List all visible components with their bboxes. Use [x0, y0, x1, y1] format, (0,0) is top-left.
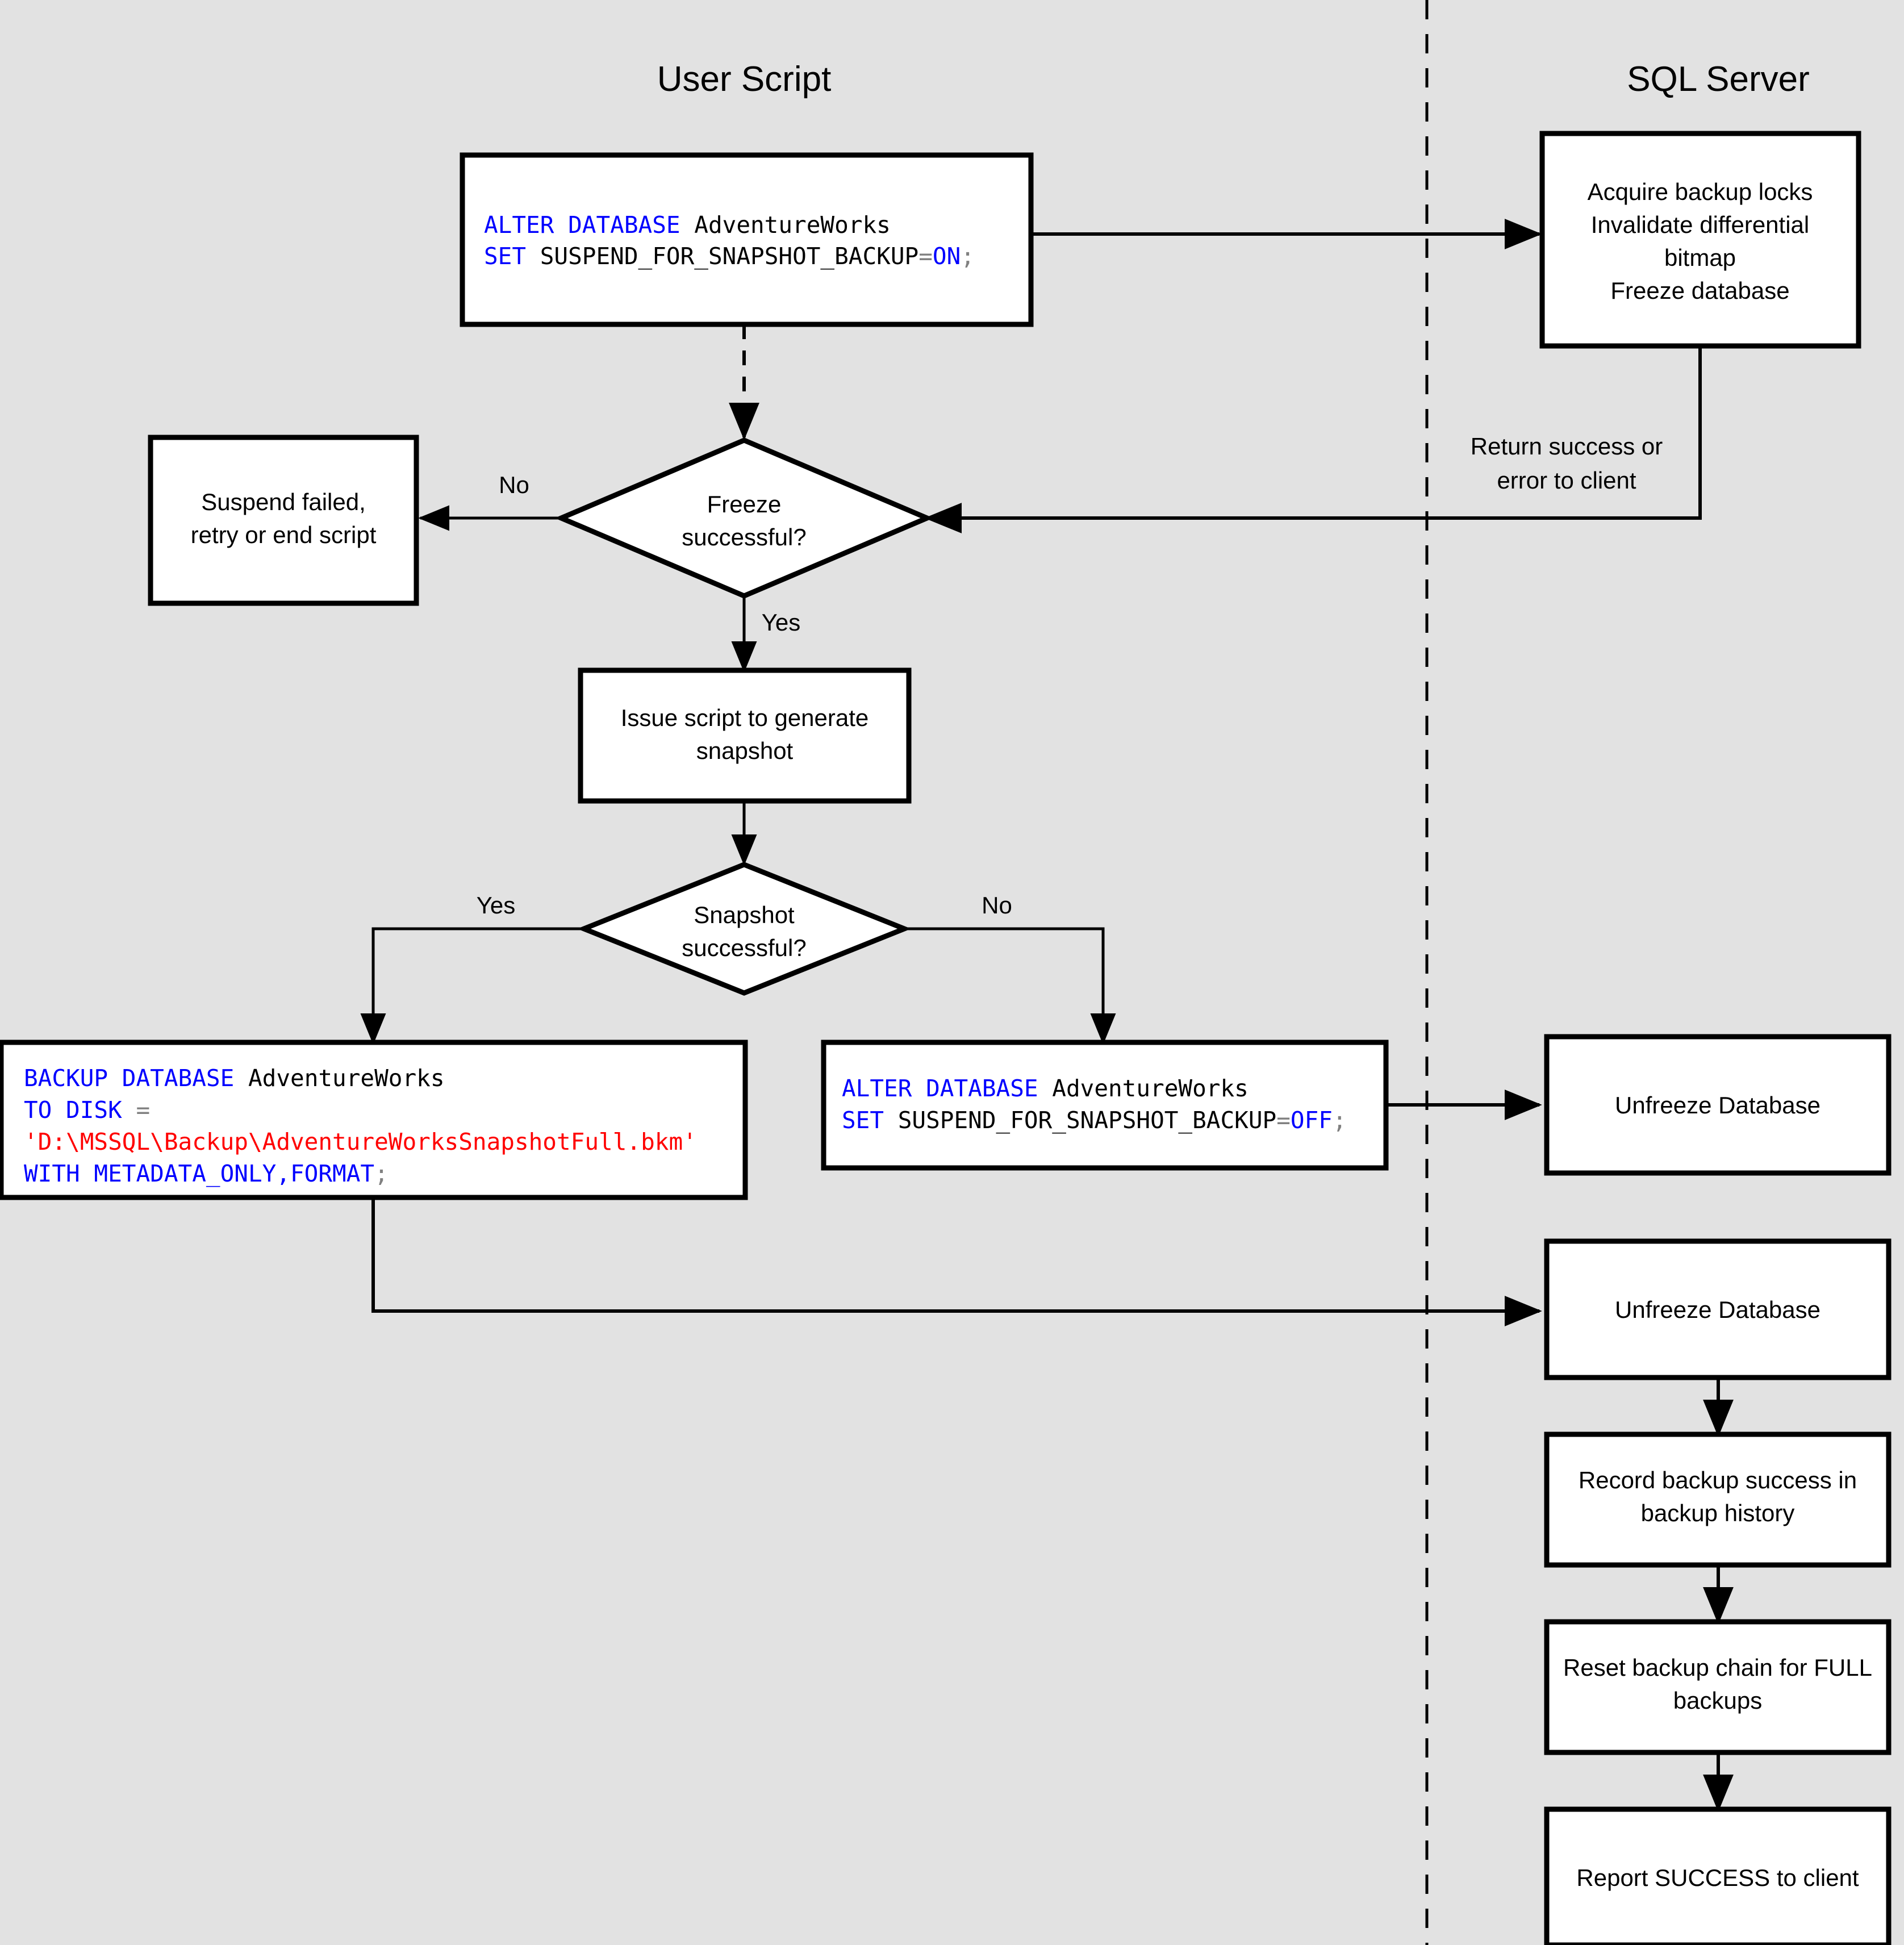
node-record-backup-success-box	[1544, 1431, 1892, 1568]
node-label: bitmap	[1664, 244, 1736, 271]
node-acquire-backup-locks[interactable]: Acquire backup locks Invalidate differen…	[1539, 131, 1861, 349]
annotation-return-status-line1: Return success or	[1471, 433, 1663, 460]
node-label: Report SUCCESS to client	[1576, 1864, 1859, 1891]
annotation-return-status-line2: error to client	[1497, 467, 1636, 494]
node-reset-backup-chain-box	[1544, 1619, 1892, 1755]
node-unfreeze-database-2-box	[1544, 1238, 1892, 1380]
node-label: successful?	[682, 524, 806, 550]
node-unfreeze-database-1[interactable]: Unfreeze Database	[1544, 1034, 1892, 1176]
code-line: ALTER DATABASE AdventureWorks	[842, 1075, 1249, 1102]
code-line: SET SUSPEND_FOR_SNAPSHOT_BACKUP=OFF;	[842, 1107, 1347, 1134]
edge-label-snapshot-yes: Yes	[477, 892, 516, 919]
node-label: retry or end script	[191, 521, 377, 548]
node-label: Suspend failed,	[201, 489, 366, 515]
node-unfreeze-database-1-box	[1544, 1034, 1892, 1176]
node-label: Acquire backup locks	[1588, 178, 1813, 205]
code-line: ALTER DATABASE AdventureWorks	[484, 211, 891, 239]
node-label: Freeze database	[1610, 277, 1789, 304]
node-record-backup-success[interactable]: Record backup success in backup history	[1544, 1431, 1892, 1568]
edge-backup-database-to-unfreeze-2	[371, 1197, 1542, 1326]
edge-label-freeze-yes: Yes	[762, 609, 801, 636]
node-issue-script-box	[578, 667, 912, 804]
code-line: TO DISK =	[24, 1096, 150, 1124]
node-label: Snapshot	[694, 901, 795, 928]
node-reset-backup-chain[interactable]: Reset backup chain for FULL backups	[1544, 1619, 1892, 1755]
edge-snapshot-yes-to-backup-database	[360, 927, 584, 1045]
edge-acquire-locks-to-freeze-decision	[924, 346, 1702, 533]
code-line: BACKUP DATABASE AdventureWorks	[24, 1065, 445, 1092]
node-label: Unfreeze Database	[1615, 1296, 1821, 1323]
node-label: snapshot	[696, 737, 794, 764]
node-report-success-box	[1544, 1806, 1892, 1945]
node-freeze-successful-decision[interactable]: Freeze successful?	[554, 437, 934, 599]
node-label: successful?	[682, 934, 806, 961]
node-alter-database-off-box	[821, 1040, 1389, 1171]
node-label: Freeze	[707, 491, 782, 517]
node-label: Unfreeze Database	[1615, 1092, 1821, 1118]
node-label: Record backup success in	[1579, 1467, 1857, 1493]
node-backup-database-box	[0, 1040, 748, 1200]
node-label: Invalidate differential	[1591, 211, 1809, 238]
edge-snapshot-no-to-alter-off	[904, 927, 1116, 1045]
node-snapshot-successful-diamond	[577, 862, 912, 996]
code-line: WITH METADATA_ONLY,FORMAT;	[24, 1160, 389, 1187]
node-snapshot-successful-decision[interactable]: Snapshot successful?	[577, 862, 912, 996]
edge-label-snapshot-no: No	[982, 892, 1012, 919]
node-alter-database-on-box	[460, 152, 1034, 327]
node-label: backup history	[1641, 1500, 1795, 1526]
node-label: backups	[1673, 1687, 1762, 1714]
node-alter-database-on[interactable]: ALTER DATABASE AdventureWorks SET SUSPEN…	[460, 152, 1034, 327]
swimlane-title-sql-server: SQL Server	[1627, 60, 1810, 99]
node-unfreeze-database-2[interactable]: Unfreeze Database	[1544, 1238, 1892, 1380]
node-freeze-successful-diamond	[554, 437, 934, 599]
node-issue-script[interactable]: Issue script to generate snapshot	[578, 667, 912, 804]
node-backup-database[interactable]: BACKUP DATABASE AdventureWorks TO DISK =…	[0, 1040, 748, 1200]
node-suspend-failed-box	[148, 435, 419, 606]
code-line: 'D:\MSSQL\Backup\AdventureWorksSnapshotF…	[24, 1128, 697, 1155]
node-report-success[interactable]: Report SUCCESS to client	[1544, 1806, 1892, 1945]
node-suspend-failed[interactable]: Suspend failed, retry or end script	[148, 435, 419, 606]
node-alter-database-off[interactable]: ALTER DATABASE AdventureWorks SET SUSPEN…	[821, 1040, 1389, 1171]
code-line: SET SUSPEND_FOR_SNAPSHOT_BACKUP=ON;	[484, 243, 975, 270]
swimlane-title-user-script: User Script	[657, 60, 832, 99]
edge-label-freeze-no: No	[499, 471, 529, 498]
node-label: Issue script to generate	[621, 704, 869, 731]
node-label: Reset backup chain for FULL	[1563, 1654, 1872, 1681]
node-acquire-backup-locks-box	[1539, 131, 1861, 349]
